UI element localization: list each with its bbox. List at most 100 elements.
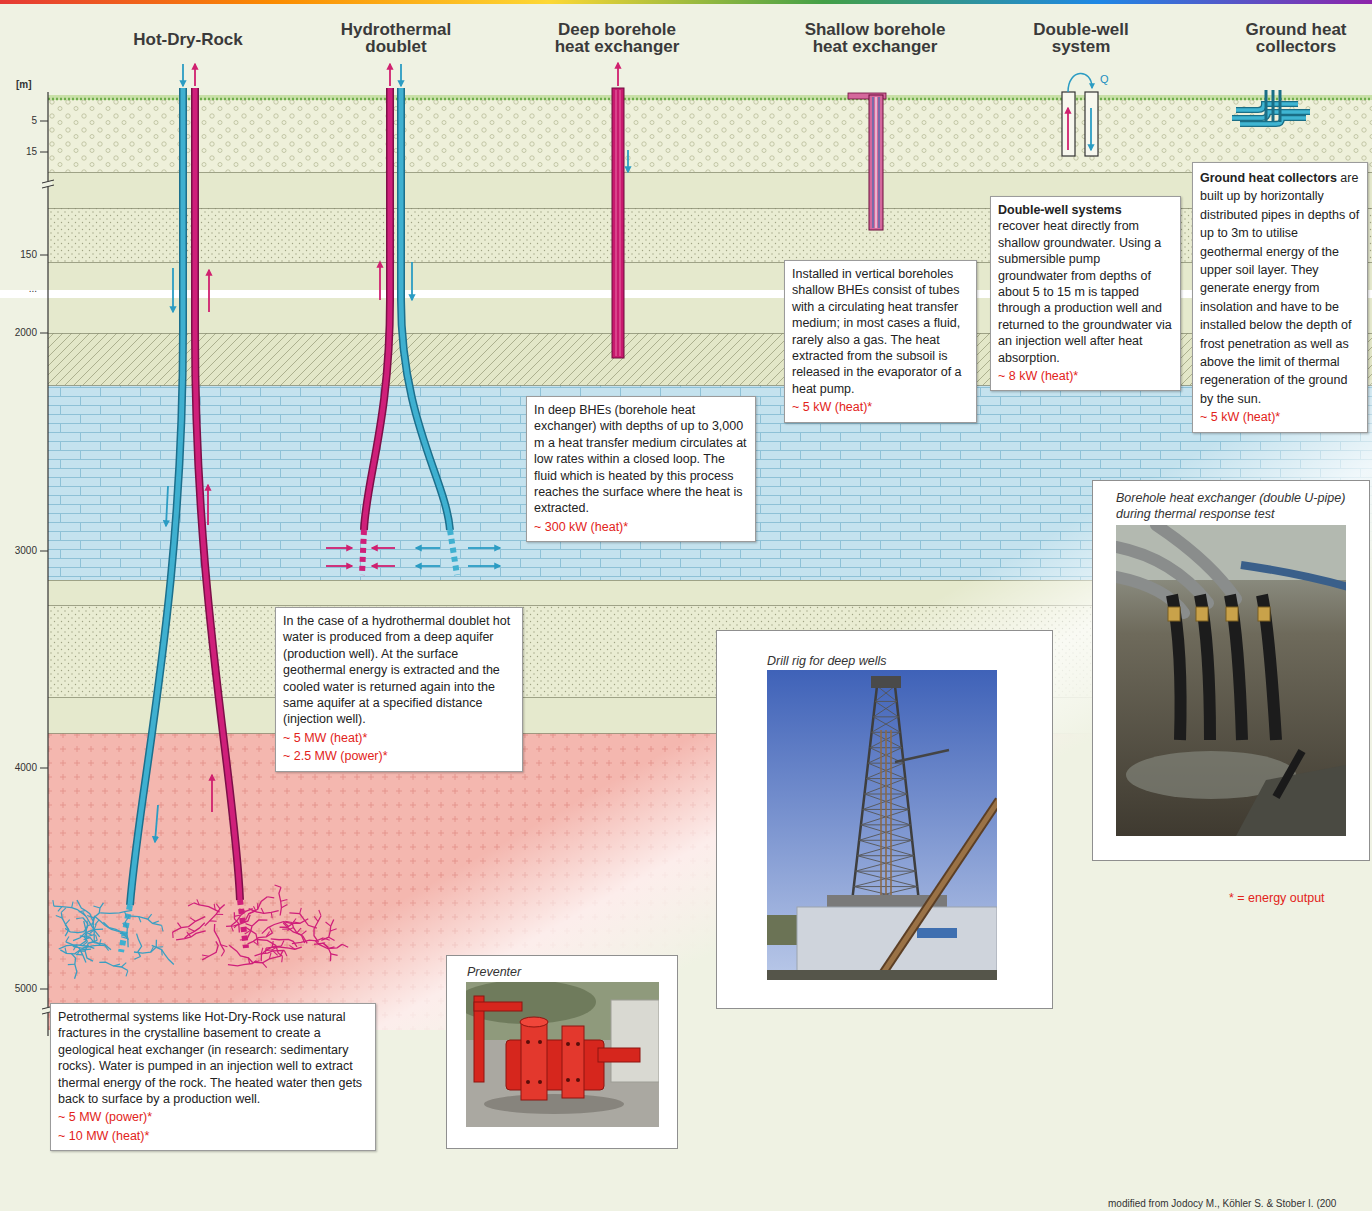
fracture-line [281, 941, 284, 947]
sign [917, 928, 957, 938]
fracture-line [137, 934, 142, 957]
drill-pipes [881, 730, 891, 895]
derrick-lattice [873, 701, 898, 716]
fracture-line [66, 942, 86, 963]
depth-label: 4000 [4, 762, 37, 774]
fracture-line [66, 936, 69, 941]
derrick-lattice [872, 717, 901, 732]
fracture-line [270, 927, 273, 932]
well-casing [1085, 92, 1098, 156]
source-caption: modified from Jodocy M., Köhler S. & Sto… [1108, 1198, 1336, 1210]
fracture-line [221, 951, 224, 956]
fracture-line [121, 963, 126, 967]
heading-text: Ground heat collectors [1200, 171, 1337, 185]
fracture-line [125, 912, 127, 918]
flow-arrow [166, 486, 168, 526]
fracture-line [194, 903, 220, 912]
fracture-line [273, 951, 278, 955]
output-value: ~ 300 kW (heat)* [534, 519, 748, 535]
fracture-line [315, 941, 342, 949]
fracture-line [253, 961, 260, 963]
fracture-line [246, 924, 252, 926]
info-box: In the case of a hydrothermal doublet ho… [275, 607, 523, 772]
ground [767, 970, 997, 980]
flow-arrow [400, 64, 402, 86]
fracture-line [253, 941, 258, 945]
hose [1156, 525, 1236, 599]
fitting [1196, 607, 1208, 621]
fracture-line [331, 954, 338, 956]
fracture-line [280, 919, 309, 928]
fracture-line [330, 929, 336, 931]
fracture-line [292, 938, 323, 944]
fracture-line [172, 932, 174, 938]
fracture-line [72, 902, 73, 908]
fracture-line [267, 897, 274, 898]
flow-arrow [1090, 108, 1092, 150]
bolt [566, 1042, 570, 1046]
fracture-line [239, 909, 245, 912]
fracture-line [216, 914, 223, 915]
well-pipe [362, 530, 364, 575]
output-value: ~ 5 kW (heat)* [792, 399, 969, 415]
photo-caption: Preventer [467, 964, 669, 980]
fracture-line [103, 922, 128, 939]
fracture-line [80, 936, 111, 950]
fracture-line [261, 948, 263, 954]
fracture-line [148, 914, 152, 919]
photo-frame [1092, 480, 1370, 861]
well-pipe [195, 88, 240, 900]
grass-strip [48, 95, 1372, 100]
fracture-line [314, 916, 318, 921]
flow-arrow [172, 268, 174, 312]
fracture-line [93, 906, 100, 908]
fracture-line [99, 962, 128, 970]
fracture-line [287, 928, 293, 931]
flow-arrow [411, 262, 413, 300]
fracture-line [71, 953, 77, 978]
well-pipe [195, 88, 240, 900]
fracture-line [214, 924, 224, 951]
fracture-line [173, 917, 205, 932]
grass-line [48, 98, 1372, 101]
depth-label: 3000 [4, 545, 37, 557]
info-box: In deep BHEs (borehole heat exchanger) w… [526, 396, 756, 542]
photo-caption: Borehole heat exchanger (double U-pipe) … [1116, 490, 1363, 523]
borehole-tube [616, 90, 620, 356]
fracture-line [126, 971, 128, 977]
fracture-line [234, 923, 239, 928]
photo-frame [716, 630, 1053, 1009]
fracture-line [246, 897, 268, 920]
axis-break [42, 180, 54, 188]
photo-frame [446, 955, 678, 1149]
collector-riser [1279, 90, 1282, 122]
fracture-line [53, 900, 54, 906]
column-heading: Hydrothermal doublet [321, 21, 471, 55]
body-text: Installed in vertical boreholes shallow … [792, 266, 969, 397]
output-value: ~ 10 MW (heat)* [58, 1128, 368, 1144]
fracture-line [248, 933, 273, 944]
borehole-tube [612, 88, 624, 358]
depth-axis [40, 92, 54, 1036]
flow-arrow [182, 64, 184, 86]
column-heading: Hot-Dry-Rock [103, 31, 273, 48]
preventer-flange [521, 1022, 547, 1100]
flow-arrow [211, 775, 213, 812]
fracture-line [314, 943, 331, 961]
sky [767, 670, 997, 980]
flow-arrow [194, 64, 196, 86]
flow-label: Q [1100, 73, 1109, 85]
body-text: Petrothermal systems like Hot-Dry-Rock u… [58, 1009, 368, 1107]
axis-tick [40, 121, 48, 122]
fitting [1168, 607, 1180, 621]
fracture-line [96, 935, 98, 941]
pipe-ramp [877, 800, 997, 980]
fade-overlay [48, 380, 1372, 1030]
fracture-line [216, 904, 220, 909]
fracture-line [265, 948, 267, 954]
fracture-line [231, 926, 233, 932]
fracture-line [314, 916, 321, 943]
fracture-line [297, 928, 301, 933]
axis-tick [40, 255, 48, 256]
fracture-line [279, 887, 281, 915]
